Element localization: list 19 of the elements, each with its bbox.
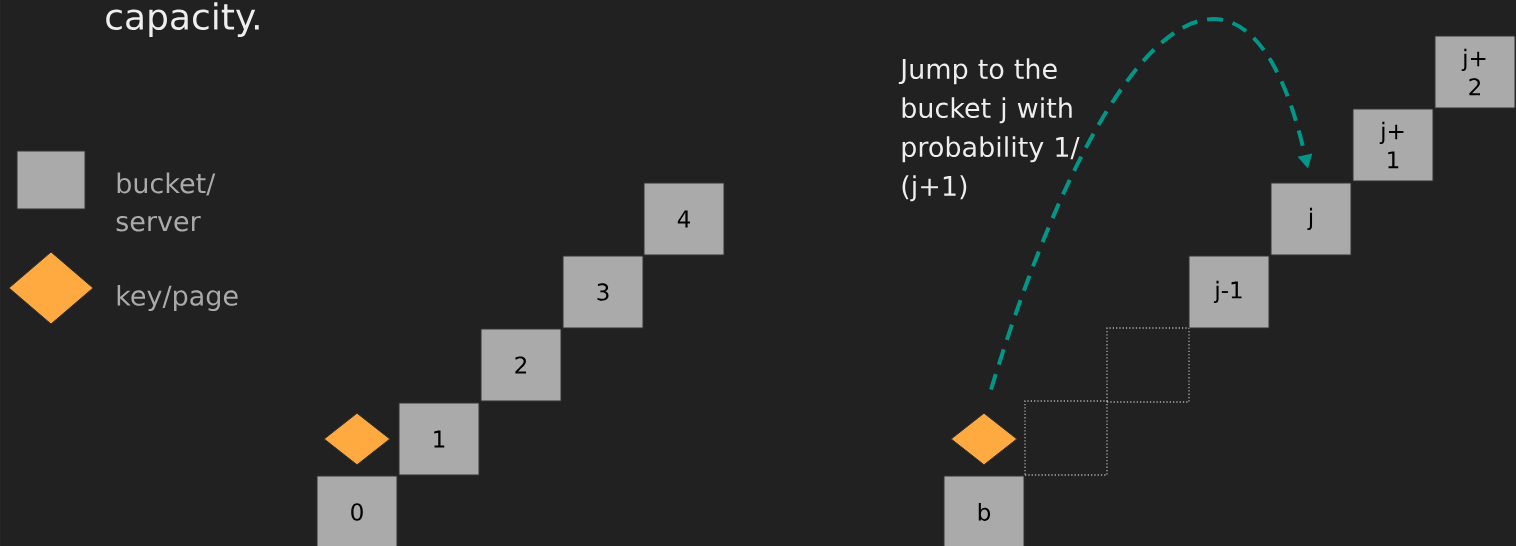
annotation-text: Jump to the bucket j with probability 1/ (j+1) bbox=[898, 58, 1080, 202]
dotted-box bbox=[1106, 327, 1190, 403]
dashed-arrow bbox=[989, 18, 1313, 391]
bucket-box: j-1 bbox=[1188, 255, 1270, 329]
bucket-box: 0 bbox=[316, 475, 398, 546]
bucket-box: j+ 2 bbox=[1434, 35, 1516, 109]
legend-text: bucket/ server bbox=[116, 172, 216, 232]
bucket-box: 3 bbox=[562, 255, 644, 329]
key-diamond bbox=[323, 412, 391, 466]
bucket-box: j bbox=[1270, 182, 1352, 256]
key-diamond bbox=[950, 412, 1018, 466]
bucket-box: j+ 1 bbox=[1352, 108, 1434, 182]
bucket-box: 2 bbox=[480, 328, 562, 402]
bucket-box: b bbox=[943, 475, 1025, 546]
bucket-box: 1 bbox=[398, 402, 480, 476]
bucket-box: 4 bbox=[643, 182, 725, 256]
dotted-box bbox=[1024, 400, 1108, 476]
legend-text: key/page bbox=[117, 284, 238, 312]
title-text: capacity. bbox=[106, 2, 259, 38]
